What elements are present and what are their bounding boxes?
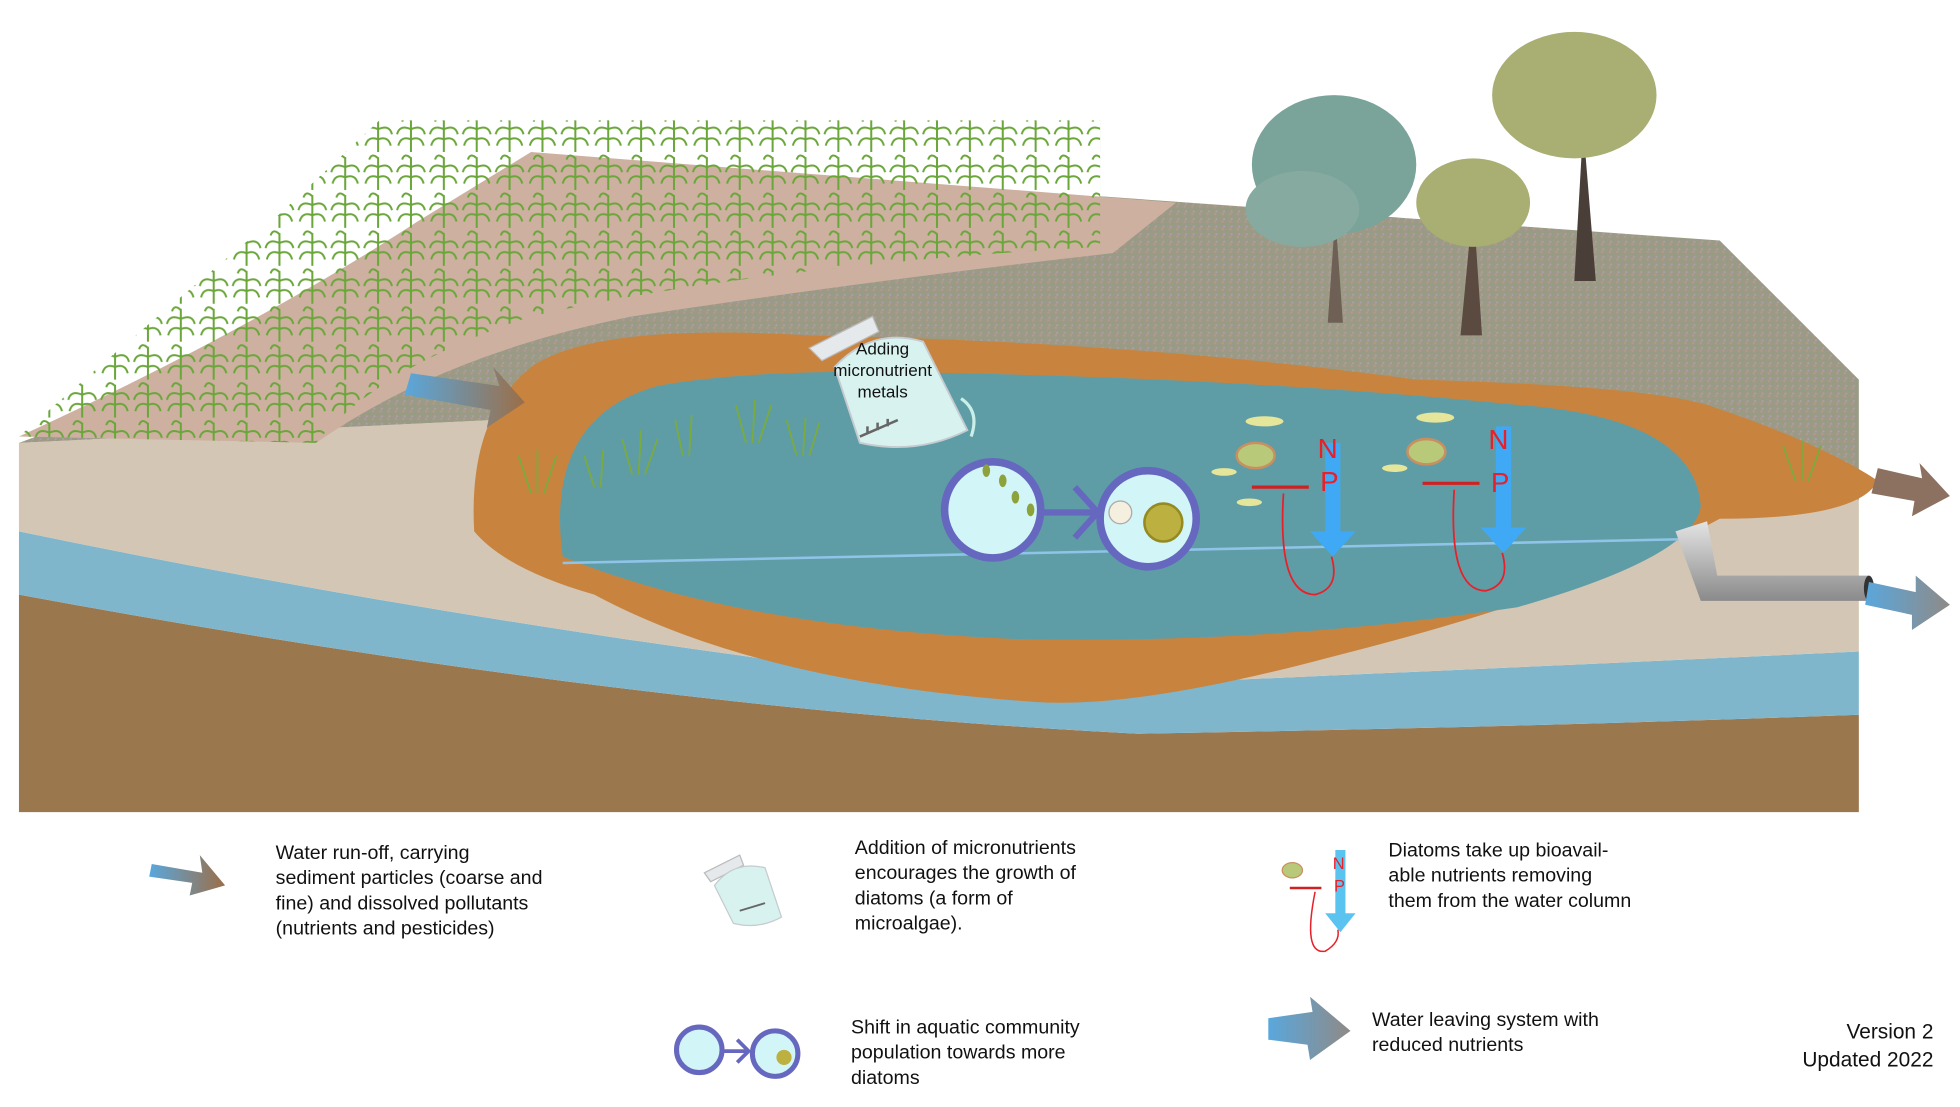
legend-text: Shift in aquatic community xyxy=(851,1016,1080,1038)
outlet-pipe xyxy=(1675,521,1869,601)
updated-label: Updated 2022 xyxy=(1802,1048,1933,1071)
jug-label-line: metals xyxy=(857,382,907,401)
surface-outflow-arrow-icon xyxy=(1871,463,1950,517)
legend-item-runoff: Water run-off, carrying sediment particl… xyxy=(149,842,542,940)
legend-text: Water run-off, carrying xyxy=(276,842,470,864)
crop-field xyxy=(18,120,1101,443)
phosphorus-label: P xyxy=(1334,878,1345,896)
reed-plants xyxy=(517,399,1822,494)
legend-text: microalgae). xyxy=(855,913,963,935)
legend-text: Water leaving system with xyxy=(1372,1009,1599,1031)
diatom-uptake-group: N P xyxy=(1382,412,1527,592)
phosphorus-label: P xyxy=(1320,466,1339,497)
runoff-arrow-icon xyxy=(149,855,226,896)
legend-item-diatom-uptake: N P Diatoms take up bioavail- able nutri… xyxy=(1281,839,1631,952)
community-shift-icon xyxy=(940,458,1201,571)
measuring-jug-icon: Adding micronutrient metals xyxy=(808,315,976,448)
legend-item-community-shift: Shift in aquatic community population to… xyxy=(673,1016,1080,1089)
legend-text: encourages the growth of xyxy=(855,862,1077,884)
legend-text: reduced nutrients xyxy=(1372,1034,1524,1056)
legend-text: them from the water column xyxy=(1388,890,1631,912)
legend-item-micronutrients: Addition of micronutrients encourages th… xyxy=(703,837,1077,935)
legend-text: sediment particles (coarse and xyxy=(276,867,543,889)
outflow-arrow-icon xyxy=(1268,996,1351,1060)
legend-text: Addition of micronutrients xyxy=(855,837,1076,859)
runoff-arrow-icon xyxy=(404,366,525,428)
legend: Water run-off, carrying sediment particl… xyxy=(149,837,1933,1089)
legend-text: able nutrients removing xyxy=(1388,865,1592,887)
legend-text: diatoms (a form of xyxy=(855,887,1013,909)
legend-text: diatoms xyxy=(851,1067,920,1089)
community-shift-icon xyxy=(673,1024,801,1079)
trees xyxy=(1245,31,1657,336)
diatom-uptake-group: N P xyxy=(1211,416,1356,596)
phosphorus-label: P xyxy=(1491,467,1510,498)
legend-text: Diatoms take up bioavail- xyxy=(1388,839,1608,861)
nitrogen-label: N xyxy=(1333,855,1345,873)
legend-text: (nutrients and pesticides) xyxy=(276,918,495,940)
version-label: Version 2 xyxy=(1846,1020,1933,1043)
aquifer-layer xyxy=(18,531,1859,734)
jug-label-line: micronutrient xyxy=(833,361,932,380)
nitrogen-label: N xyxy=(1318,433,1338,464)
legend-text: population towards more xyxy=(851,1042,1066,1064)
subsoil-layer xyxy=(18,594,1859,813)
legend-item-outflow: Water leaving system with reduced nutrie… xyxy=(1268,996,1599,1060)
measuring-jug-icon xyxy=(703,854,783,927)
pipe-outflow-arrow-icon xyxy=(1865,575,1950,631)
legend-text: fine) and dissolved pollutants xyxy=(276,892,529,914)
nitrogen-label: N xyxy=(1488,424,1508,455)
diatom-uptake-icon: N P xyxy=(1281,850,1356,952)
jug-label-line: Adding xyxy=(856,339,909,358)
